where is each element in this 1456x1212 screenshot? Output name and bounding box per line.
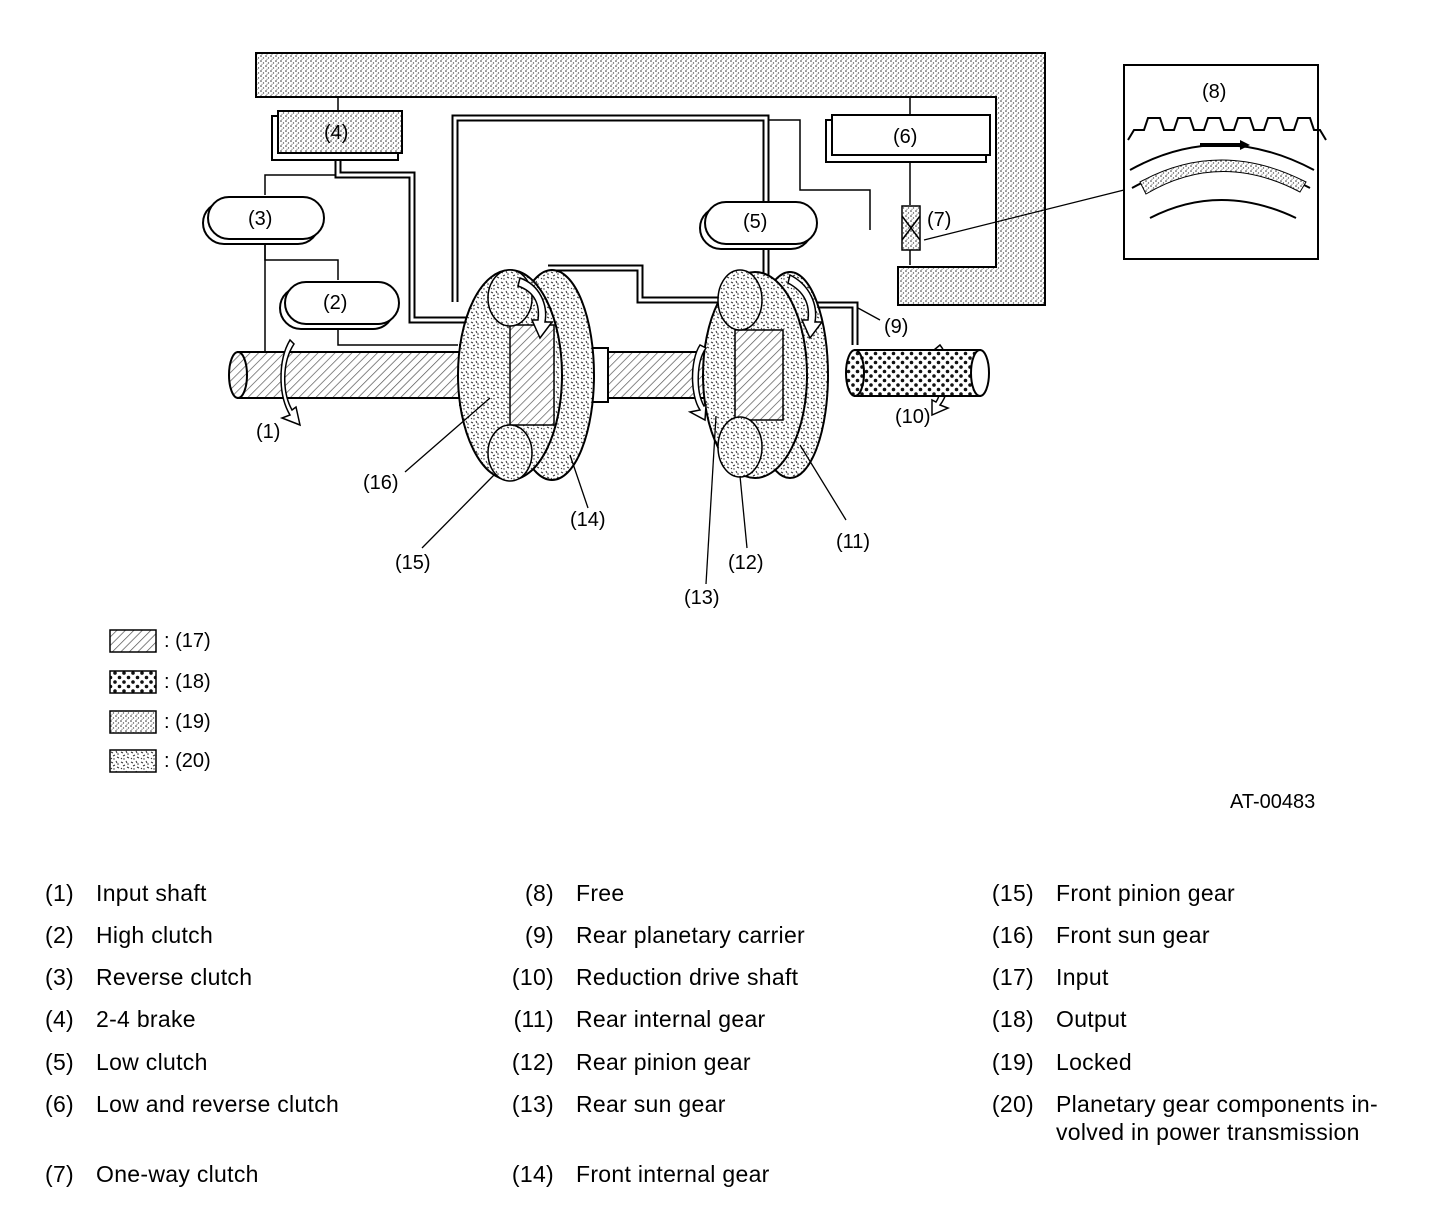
part-name: Reverse clutch [96, 964, 253, 990]
part-number: (15) [991, 880, 1034, 906]
callout-1: (1) [256, 421, 280, 443]
part-number: (20) [991, 1091, 1034, 1117]
callout-14: (14) [570, 509, 606, 531]
legend-swatch-input [109, 629, 157, 653]
part-name: Input [1056, 964, 1109, 990]
part-number: (10) [511, 964, 554, 990]
one-way-clutch-detail-inset [1123, 64, 1327, 260]
legend-swatch-output [109, 670, 157, 694]
figure-code: AT-00483 [1230, 791, 1315, 813]
callout-4: (4) [324, 122, 348, 144]
connection-lines [264, 97, 911, 352]
callout-11: (11) [836, 531, 870, 553]
legend-label-17: : (17) [164, 630, 211, 652]
callout-13: (13) [684, 587, 720, 609]
part-number: (5) [44, 1049, 74, 1075]
front-planetary-gear-set [457, 269, 595, 482]
low-and-reverse-clutch [825, 114, 991, 163]
low-clutch [699, 201, 818, 250]
part-name: Front sun gear [1056, 922, 1210, 948]
callout-15: (15) [395, 552, 431, 574]
part-number: (12) [511, 1049, 554, 1075]
part-name: 2-4 brake [96, 1006, 196, 1032]
legend-swatch-locked [109, 710, 157, 734]
part-number: (4) [44, 1006, 74, 1032]
transmission-case [255, 52, 1046, 306]
high-clutch [279, 281, 400, 330]
part-name: Low and reverse clutch [96, 1091, 340, 1117]
callout-16: (16) [363, 472, 399, 494]
part-number: (13) [511, 1091, 554, 1117]
part-name: High clutch [96, 922, 214, 948]
part-name: Front internal gear [576, 1161, 770, 1187]
legend-label-18: : (18) [164, 671, 211, 693]
part-name: Output [1056, 1006, 1127, 1032]
part-number: (8) [524, 880, 554, 906]
callout-9: (9) [884, 316, 908, 338]
legend-swatch-components [109, 749, 157, 773]
part-number: (16) [991, 922, 1034, 948]
leader-lines [404, 189, 1125, 585]
part-name: Front pinion gear [1056, 880, 1235, 906]
part-number: (17) [991, 964, 1034, 990]
part-number: (19) [991, 1049, 1034, 1075]
part-name-continued: volved in power transmission [1056, 1119, 1360, 1145]
part-number: (6) [44, 1091, 74, 1117]
callout-12: (12) [728, 552, 764, 574]
callout-5: (5) [743, 211, 767, 233]
rear-planetary-gear-set [702, 269, 829, 479]
brake-2-4 [271, 110, 403, 161]
callout-6: (6) [893, 126, 917, 148]
part-name: Low clutch [96, 1049, 208, 1075]
callout-8: (8) [1202, 81, 1226, 103]
part-name: Locked [1056, 1049, 1132, 1075]
part-number: (9) [524, 922, 554, 948]
part-name: Free [576, 880, 625, 906]
part-number: (3) [44, 964, 74, 990]
pattern-legend: : (17) : (18) : (19) : (20) [109, 629, 211, 773]
parts-list: (1) Input shaft (2) High clutch (3) Reverse… [0, 870, 1456, 1210]
part-name: Reduction drive shaft [576, 964, 799, 990]
transmission-power-flow-diagram: (1) (2) (3) (4) (5) (6) (7) (8) (9) (10)… [109, 52, 1327, 813]
part-name: Rear sun gear [576, 1091, 726, 1117]
legend-label-19: : (19) [164, 711, 211, 733]
part-name: Rear pinion gear [576, 1049, 751, 1075]
callout-2: (2) [323, 292, 347, 314]
part-number: (1) [44, 880, 74, 906]
callout-labels: (1) (2) (3) (4) (5) (6) (7) (8) (9) (10)… [248, 81, 1226, 609]
one-way-clutch [901, 205, 921, 251]
part-name: Rear internal gear [576, 1006, 766, 1032]
legend-label-20: : (20) [164, 750, 211, 772]
reverse-clutch [202, 196, 325, 245]
part-name: One-way clutch [96, 1161, 259, 1187]
part-number: (18) [991, 1006, 1034, 1032]
part-number: (7) [44, 1161, 74, 1187]
callout-10: (10) [895, 406, 931, 428]
part-number: (14) [511, 1161, 554, 1187]
part-number: (11) [513, 1006, 554, 1032]
callout-7: (7) [927, 209, 951, 231]
part-name: Planetary gear components in- [1056, 1091, 1378, 1117]
callout-3: (3) [248, 208, 272, 230]
part-name: Rear planetary carrier [576, 922, 806, 948]
part-name: Input shaft [96, 880, 207, 906]
part-number: (2) [44, 922, 74, 948]
reduction-drive-shaft [845, 349, 990, 397]
